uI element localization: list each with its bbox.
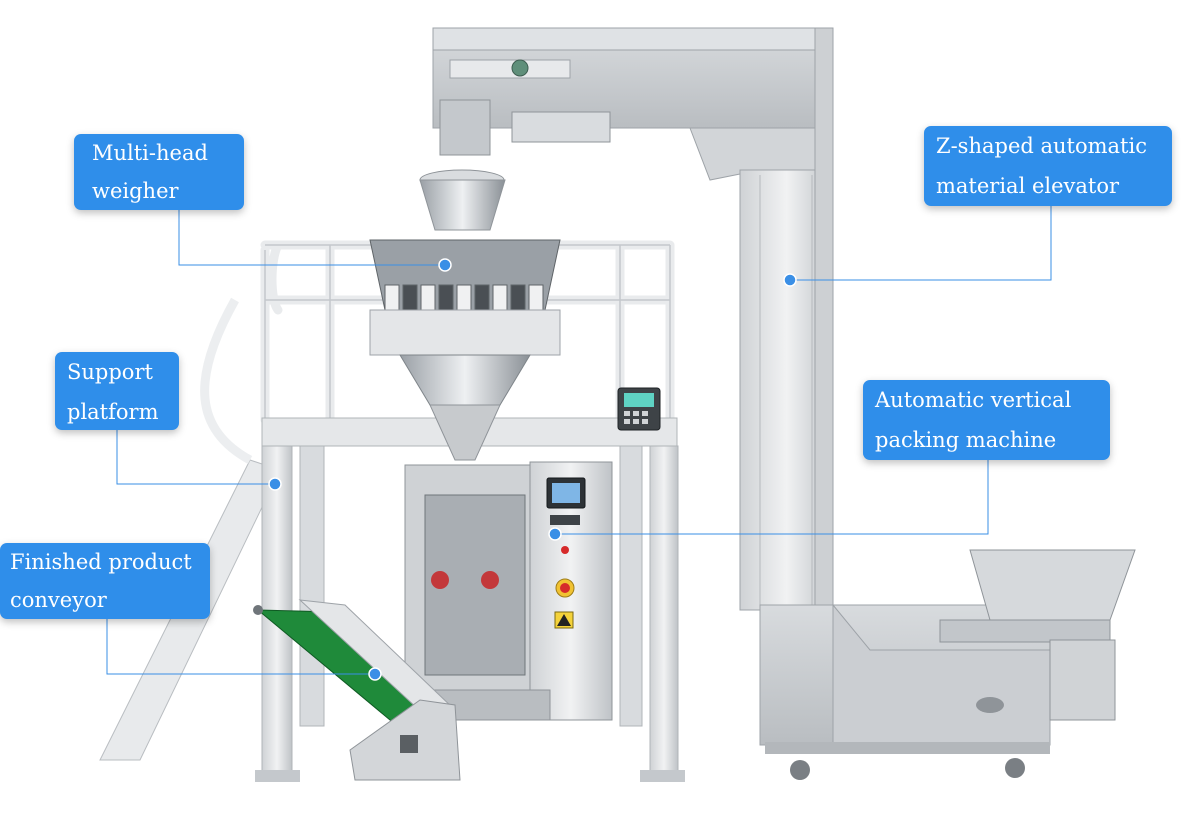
label-vertical-packing-machine: Automatic vertical packing machine [863, 380, 1110, 460]
label-multihead-weigher-line1: Multi-head [92, 141, 208, 165]
dot-elevator [783, 273, 797, 287]
elevator-feed-hopper [969, 549, 1136, 621]
label-z-elevator-line2: material elevator [936, 174, 1120, 198]
elevator-wheel-right [1005, 758, 1025, 778]
label-vertical-packing-machine-line2: packing machine [875, 428, 1057, 452]
label-support-platform-line1: Support [67, 360, 153, 384]
weigher-collecting-chute [399, 354, 531, 406]
elevator-drive-bar [449, 59, 571, 79]
leader-conveyor [106, 619, 375, 675]
z-elevator [432, 27, 1136, 780]
emergency-stop-icon [555, 578, 575, 598]
control-panel-icon [617, 387, 661, 431]
weigher-top-feeder [419, 179, 506, 231]
label-z-elevator-line1: Z-shaped automatic [936, 134, 1147, 158]
warning-sign-icon [554, 611, 574, 629]
weigher-buckets [384, 284, 544, 311]
packer-roller-1 [431, 571, 449, 589]
dot-platform [268, 477, 282, 491]
label-support-platform-line2: platform [67, 400, 159, 424]
elevator-head-top [432, 27, 834, 51]
leader-dots [268, 258, 797, 681]
label-vertical-packing-machine-line1: Automatic vertical [875, 388, 1072, 412]
leader-weigher [178, 210, 445, 266]
elevator-discharge-chute [439, 99, 491, 156]
label-finished-product-conveyor: Finished product conveyor [0, 543, 210, 619]
leader-lines [106, 206, 1052, 675]
leader-platform [116, 430, 275, 485]
platform-leg-back-right [619, 445, 643, 727]
label-multihead-weigher: Multi-head weigher [74, 134, 244, 210]
multihead-weigher [369, 169, 561, 461]
label-finished-product-conveyor-line1: Finished product [10, 550, 192, 574]
elevator-wheel-left [790, 760, 810, 780]
elevator-vibrator [939, 619, 1111, 643]
label-finished-product-conveyor-line2: conveyor [10, 588, 107, 612]
dot-weigher [438, 258, 452, 272]
leader-packer [555, 460, 989, 535]
touch-screen-icon [546, 477, 586, 509]
platform-leg-front-right [649, 445, 679, 777]
vertical-packing-machine [404, 461, 613, 721]
platform-leg-back-left [299, 445, 325, 727]
elevator-hopper-tray [511, 111, 611, 143]
label-support-platform: Support platform [55, 352, 179, 430]
packer-roller-2 [481, 571, 499, 589]
dot-conveyor [368, 667, 382, 681]
dot-packer [548, 527, 562, 541]
weigher-discharge-funnel [429, 404, 501, 461]
elevator-side-rail [814, 27, 834, 609]
label-multihead-weigher-line2: weigher [92, 179, 179, 203]
leader-elevator [790, 206, 1052, 281]
weigher-body [369, 309, 561, 356]
elevator-hopper-frame [1049, 639, 1116, 721]
conveyor-control-box [400, 735, 418, 753]
label-z-elevator: Z-shaped automatic material elevator [924, 126, 1172, 206]
finished-product-conveyor [253, 599, 461, 781]
elevator-motor [976, 697, 1004, 713]
elevator-drive-wheel [511, 59, 529, 77]
